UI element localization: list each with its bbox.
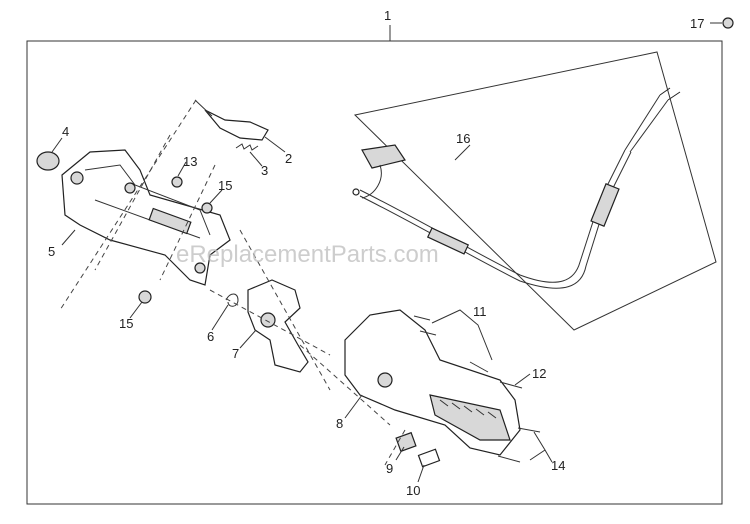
throttle-cable bbox=[352, 87, 681, 289]
nut-13 bbox=[171, 176, 183, 188]
callout-15-lower: 15 bbox=[119, 316, 133, 331]
cap-4 bbox=[36, 151, 60, 171]
callout-15-upper: 15 bbox=[218, 178, 232, 193]
screws bbox=[413, 315, 541, 463]
callout-16: 16 bbox=[456, 131, 470, 146]
callout-17: 17 bbox=[690, 16, 704, 31]
callout-9: 9 bbox=[386, 461, 393, 476]
callout-1: 1 bbox=[384, 8, 391, 23]
assembly-lines bbox=[59, 99, 406, 466]
callout-6: 6 bbox=[207, 329, 214, 344]
right-handle bbox=[344, 309, 521, 456]
nut-15-upper bbox=[201, 202, 213, 214]
leader-lines bbox=[51, 22, 722, 483]
lever-2 bbox=[204, 109, 269, 141]
callout-labels: 1 2 3 4 5 6 7 8 9 10 11 12 13 14 15 15 1… bbox=[48, 8, 704, 498]
callout-2: 2 bbox=[285, 151, 292, 166]
callout-10: 10 bbox=[406, 483, 420, 498]
diagram-frame bbox=[26, 40, 723, 505]
nut-15-lower bbox=[138, 290, 152, 304]
callout-12: 12 bbox=[532, 366, 546, 381]
callout-5: 5 bbox=[48, 244, 55, 259]
spring-3 bbox=[235, 143, 259, 151]
callout-13: 13 bbox=[183, 154, 197, 169]
cable-frame bbox=[353, 51, 717, 331]
callout-14: 14 bbox=[551, 458, 565, 473]
trigger-7 bbox=[247, 279, 309, 373]
watermark: eReplacementParts.com bbox=[176, 241, 439, 268]
callout-4: 4 bbox=[62, 124, 69, 139]
callout-11: 11 bbox=[473, 304, 487, 319]
callout-3: 3 bbox=[261, 163, 268, 178]
callout-7: 7 bbox=[232, 346, 239, 361]
spring-6 bbox=[225, 293, 239, 307]
callout-8: 8 bbox=[336, 416, 343, 431]
bushing-9 bbox=[395, 431, 417, 453]
pin-10 bbox=[417, 448, 441, 468]
nut-17 bbox=[722, 17, 734, 29]
